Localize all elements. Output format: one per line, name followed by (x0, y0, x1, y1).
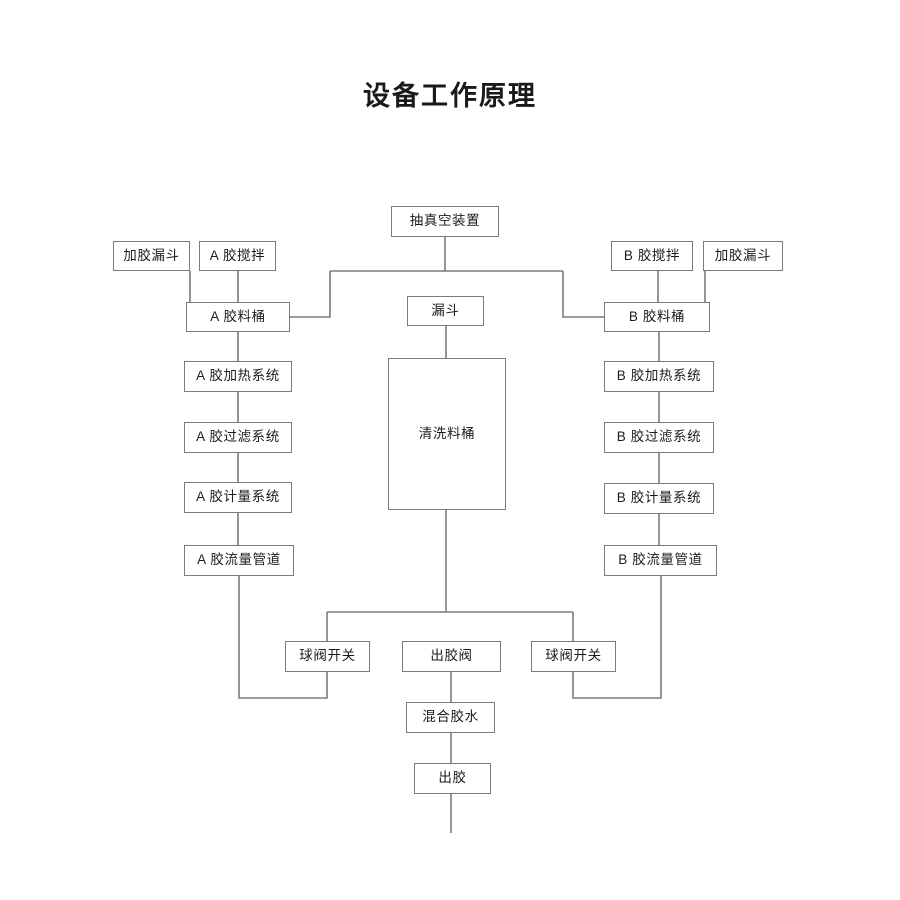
node-b_filter[interactable]: B 胶过滤系统 (604, 422, 714, 453)
node-label: B 胶料桶 (628, 308, 686, 324)
node-label: B 胶搅拌 (623, 247, 681, 263)
node-ball_valve_a[interactable]: 球阀开关 (285, 641, 370, 672)
node-b_heat[interactable]: B 胶加热系统 (604, 361, 714, 392)
node-b_flow[interactable]: B 胶流量管道 (604, 545, 717, 576)
node-a_heat[interactable]: A 胶加热系统 (184, 361, 292, 392)
node-label: A 胶过滤系统 (196, 429, 280, 445)
node-vacuum[interactable]: 抽真空装置 (391, 206, 499, 237)
node-label: 抽真空装置 (409, 213, 481, 229)
node-a_filter[interactable]: A 胶过滤系统 (184, 422, 292, 453)
node-label: 出胶 (438, 770, 467, 786)
node-b_meter[interactable]: B 胶计量系统 (604, 483, 714, 514)
node-glue_valve[interactable]: 出胶阀 (402, 641, 501, 672)
node-label: 球阀开关 (299, 648, 356, 664)
connector-a-flow-to-valve-a (238, 576, 328, 699)
node-label: A 胶加热系统 (196, 368, 280, 384)
node-label: 加胶漏斗 (714, 247, 772, 263)
connector-b-flow-to-valve-b (572, 576, 662, 699)
node-label: A 胶流量管道 (197, 552, 281, 568)
node-funnel[interactable]: 漏斗 (407, 296, 484, 326)
node-label: 球阀开关 (545, 648, 602, 664)
node-label: A 胶计量系统 (196, 489, 280, 505)
connector-bus-to-b-tank (562, 271, 604, 318)
node-a_meter[interactable]: A 胶计量系统 (184, 482, 292, 513)
node-label: 出胶阀 (430, 648, 473, 664)
node-label: 漏斗 (431, 302, 460, 318)
node-b_hopper[interactable]: 加胶漏斗 (703, 241, 783, 271)
node-label: B 胶计量系统 (616, 490, 702, 506)
node-label: B 胶加热系统 (616, 368, 702, 384)
node-a_mixer[interactable]: A 胶搅拌 (199, 241, 276, 271)
connector-bus-to-a-tank (290, 271, 331, 318)
node-a_flow[interactable]: A 胶流量管道 (184, 545, 294, 576)
node-ball_valve_b[interactable]: 球阀开关 (531, 641, 616, 672)
node-label: A 胶料桶 (210, 308, 266, 324)
page-title: 设备工作原理 (363, 81, 537, 111)
node-b_mixer[interactable]: B 胶搅拌 (611, 241, 693, 271)
node-wash_tank[interactable]: 清洗料桶 (388, 358, 506, 510)
node-label: 加胶漏斗 (123, 247, 180, 263)
node-label: B 胶过滤系统 (616, 429, 702, 445)
node-a_hopper[interactable]: 加胶漏斗 (113, 241, 190, 271)
node-a_tank[interactable]: A 胶料桶 (186, 302, 290, 332)
node-glue_out[interactable]: 出胶 (414, 763, 491, 794)
node-label: B 胶流量管道 (618, 552, 703, 568)
node-label: 清洗料桶 (418, 425, 476, 441)
node-label: 混合胶水 (422, 709, 479, 725)
node-b_tank[interactable]: B 胶料桶 (604, 302, 710, 332)
node-mixed_glue[interactable]: 混合胶水 (406, 702, 495, 733)
node-label: A 胶搅拌 (209, 247, 266, 263)
